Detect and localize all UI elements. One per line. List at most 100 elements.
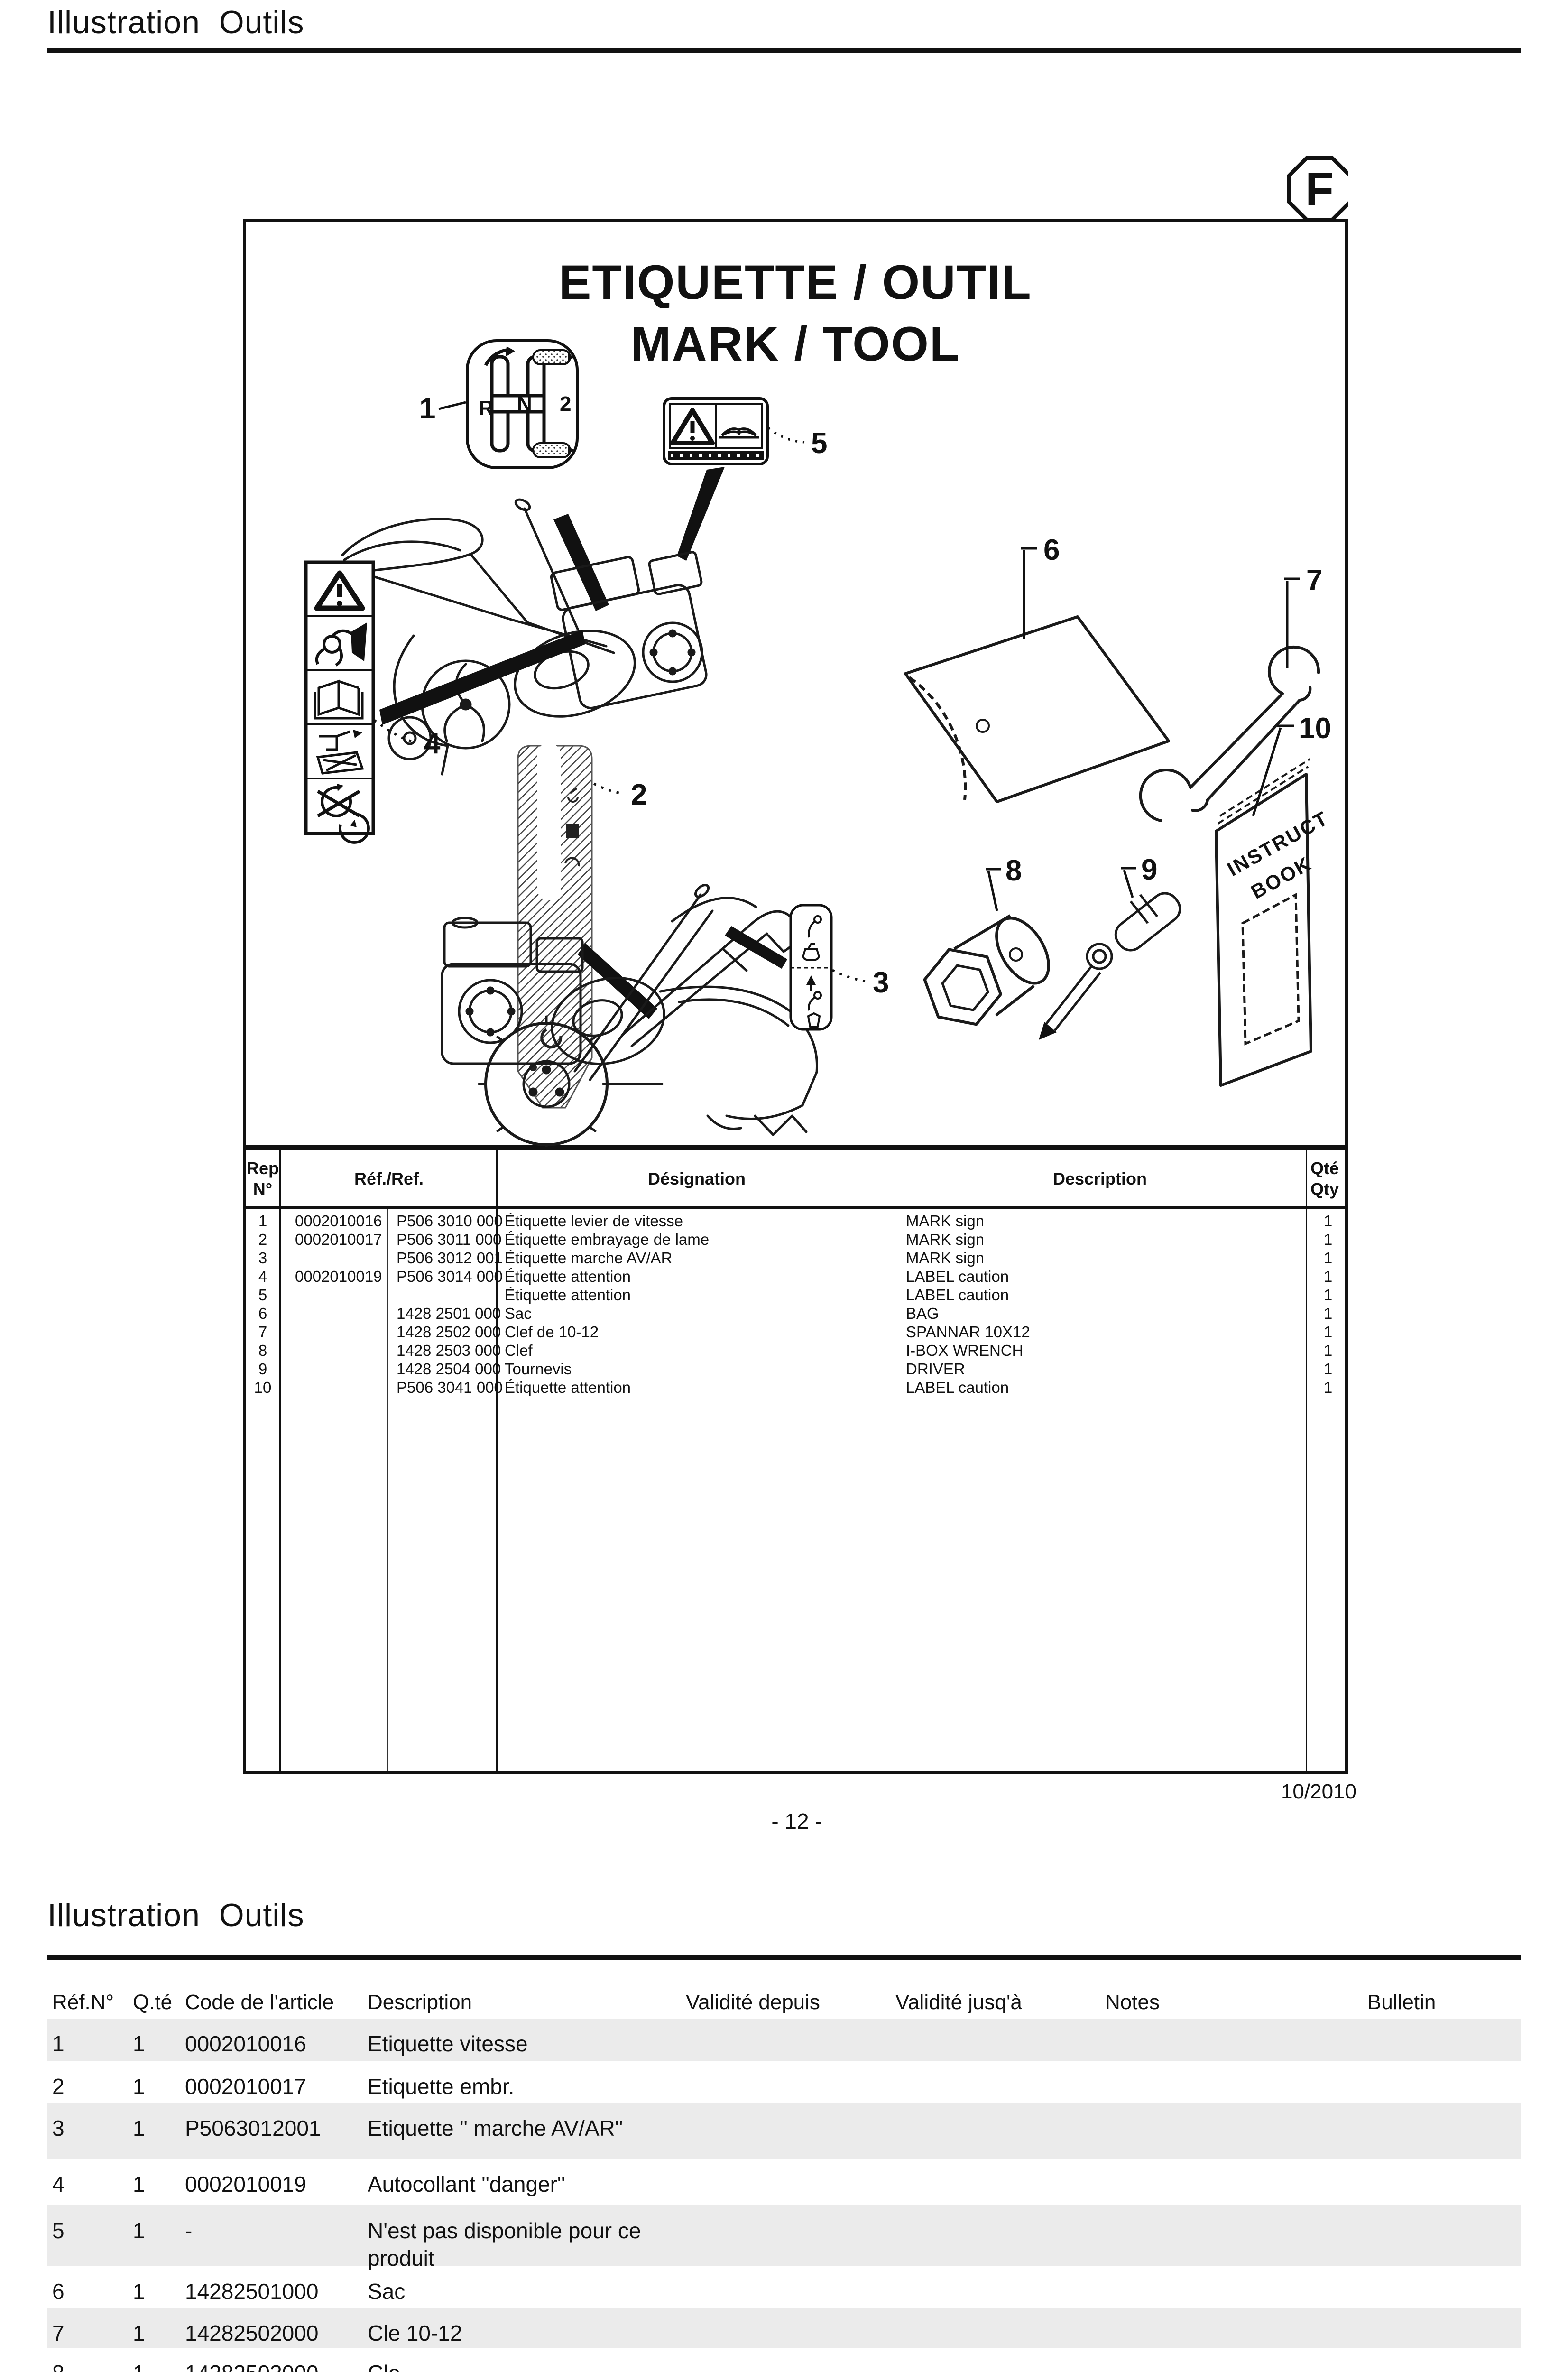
cell-ref2: P506 3011 000 [397,1231,502,1248]
cell-description: Autocollant "danger" [368,2172,565,2196]
cell-ref2: 1428 2503 000 [397,1342,501,1359]
callout-1: 1 [419,392,435,425]
cell-description: DRIVER [906,1360,965,1378]
col-description: Description [368,1991,472,2014]
cell-description: Etiquette embr. [368,2074,515,2099]
cell-ref-no: 6 [52,2279,65,2304]
cell-qty: 1 [1323,1379,1333,1396]
cell-description: Sac [368,2279,406,2304]
cell-qty: 1 [133,2116,145,2140]
cell-ref1: 0002010017 [295,1231,382,1248]
cell-rep: 7 [258,1323,267,1341]
cell-ref2: P506 3014 000 [397,1268,503,1285]
cell-rep: 1 [258,1212,267,1230]
cell-code: - [185,2218,193,2243]
col-description: Description [1052,1169,1147,1188]
label-safety-column [304,560,375,844]
cell-ref-no: 8 [52,2360,65,2372]
section-title: Illustration Outils [47,1897,304,1933]
table-grid-line [1306,1150,1307,1771]
header-divider [47,48,1521,53]
read-manual-icon [314,679,364,720]
socket-wrench-drawing [923,914,1050,1026]
cell-designation: Étiquette marche AV/AR [505,1249,673,1267]
callout-2: 2 [631,778,647,811]
cell-ref1: 0002010019 [295,1268,382,1285]
warning-triangle-icon [314,570,365,611]
cell-qty: 1 [1323,1268,1333,1285]
instruction-book-drawing: INSTRUCT BOOK [1215,758,1332,1087]
cell-qty: 1 [133,2321,145,2345]
callout-line-8 [986,868,1001,911]
col-rep: Rep [246,1158,279,1178]
rotating-tines-icon [315,622,367,667]
cell-description: LABEL caution [906,1286,1009,1304]
cell-qty: 1 [133,2172,145,2196]
callout-line-9 [1121,867,1136,898]
callout-8: 8 [1005,854,1022,887]
page-title: Illustration Outils [47,4,304,40]
cell-description: BAG [906,1305,939,1322]
cell-qty: 1 [133,2031,145,2056]
open-book-icon [719,427,759,439]
cell-qty: 1 [1323,1249,1333,1267]
label-caution-book [663,397,769,465]
cell-ref2: 1428 2504 000 [397,1360,501,1378]
page-number: - 12 - [771,1809,822,1834]
parts-table-header: Rep N° Réf./Ref. Désignation Description… [246,1150,1345,1209]
cell-designation: Clef [505,1342,533,1359]
col-qty-fr: Qté [1310,1158,1339,1178]
pointer-wedge-2 [578,943,657,1019]
callout-5: 5 [811,427,827,460]
cell-ref-no: 1 [52,2031,65,2056]
col-valid-from: Validité depuis [686,1991,820,2014]
parts-table: Rep N° Réf./Ref. Désignation Description… [243,1147,1348,1774]
cell-ref-no: 3 [52,2116,65,2140]
shift-letter-r: R [479,397,494,420]
tool-bag-drawing [904,615,1170,803]
cell-description: Etiquette vitesse [368,2031,528,2056]
cell-code: P5063012001 [185,2116,321,2140]
label-shift-pattern: R N 2 [466,339,579,469]
machine-drawing-upper [341,498,708,776]
pointer-wedge-4 [379,630,585,725]
cell-description: MARK sign [906,1231,985,1248]
cell-code: 0002010016 [185,2031,306,2056]
cell-code: 0002010019 [185,2172,306,2196]
cell-designation: Étiquette attention [505,1379,631,1396]
col-qty-en: Qty [1310,1179,1339,1199]
callout-line-10 [1252,724,1294,816]
pointer-wedge-1 [553,514,609,611]
cell-ref1: 0002010016 [295,1212,382,1230]
cell-code: 14282502000 [185,2321,319,2345]
no-tools-rotation-icon [317,784,370,844]
table-grid-line [279,1150,281,1771]
wrench-drawing [1139,645,1320,822]
cell-designation: Étiquette embrayage de lame [505,1231,710,1248]
callout-line-2 [593,782,623,795]
cell-qty: 1 [1323,1231,1333,1248]
shift-number-2: 2 [560,392,571,416]
cell-description: I-BOX WRENCH [906,1342,1024,1359]
cell-rep: 2 [258,1231,267,1248]
cell-rep: 9 [258,1360,267,1378]
callout-4: 4 [424,727,441,760]
callout-line-7 [1284,577,1300,668]
cell-designation: Tournevis [505,1360,572,1378]
cell-qty: 1 [133,2218,145,2243]
shift-letter-n: N [517,392,532,416]
col-qty: Q.té [133,1991,173,2014]
cell-rep: 10 [254,1379,272,1396]
lever-diagram-icon [316,730,364,775]
